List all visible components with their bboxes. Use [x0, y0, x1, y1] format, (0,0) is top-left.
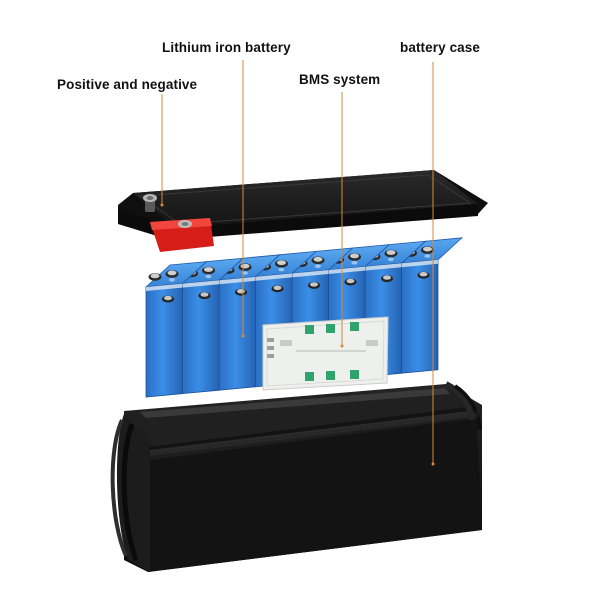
- cell-terminal-cap: [167, 270, 177, 276]
- cell-terminal-cap: [150, 273, 160, 279]
- cell-vent: [205, 274, 212, 279]
- lifepo4-cell: [400, 237, 464, 374]
- front-terminal-cap: [310, 282, 318, 287]
- front-terminal-cap: [273, 285, 282, 290]
- leader-end-dot: [160, 203, 164, 207]
- leader-end-dot: [340, 344, 344, 348]
- front-terminal-cap: [200, 292, 209, 297]
- cell-terminal-cap: [313, 256, 323, 262]
- cell-vent: [424, 254, 431, 258]
- front-terminal-cap: [164, 295, 172, 301]
- cell-terminal-cap: [386, 250, 396, 255]
- callout-leader-lines: [160, 60, 435, 466]
- cell-terminal-cap: [277, 260, 286, 266]
- leader-end-dot: [241, 334, 245, 338]
- cell-vent: [168, 278, 175, 282]
- label-bms-system: BMS system: [299, 72, 381, 87]
- cell-edge: [292, 270, 329, 278]
- label-lithium-iron-battery: Lithium iron battery: [162, 40, 291, 55]
- cell-vent: [387, 257, 394, 262]
- battery-lid: [118, 170, 488, 252]
- positive-negative-terminals: [143, 194, 192, 228]
- cell-edge: [401, 259, 438, 268]
- cell-edge: [146, 283, 183, 291]
- cell-vent: [351, 261, 358, 265]
- cell-terminal-cap: [204, 267, 213, 272]
- cell-edge: [365, 263, 402, 271]
- cell-vent: [314, 264, 321, 269]
- lifepo4-cell: [144, 261, 208, 398]
- cell-terminal-cap: [240, 263, 250, 269]
- cell-edge: [182, 280, 219, 288]
- cell-edge: [328, 266, 365, 274]
- front-terminal-cap: [346, 278, 355, 284]
- leader-end-dot: [431, 462, 435, 466]
- label-battery-case: battery case: [400, 40, 480, 55]
- negative-terminal: [143, 194, 157, 212]
- label-positive-negative: Positive and negative: [57, 77, 198, 92]
- front-terminal-cap: [237, 289, 245, 294]
- cell-terminal-cap: [350, 253, 359, 259]
- bms-circuit-board: [262, 316, 389, 391]
- cell-edge: [219, 276, 256, 285]
- front-terminal-cap: [383, 275, 391, 280]
- positive-terminal: [178, 220, 192, 228]
- battery-case-shell: [110, 381, 482, 572]
- cell-terminal-cap: [423, 246, 432, 252]
- cell-edge: [255, 273, 292, 281]
- front-terminal-cap: [419, 272, 428, 277]
- lifepo4-cell: [217, 254, 281, 391]
- cell-front-face: [145, 283, 183, 398]
- cell-vent: [278, 267, 285, 272]
